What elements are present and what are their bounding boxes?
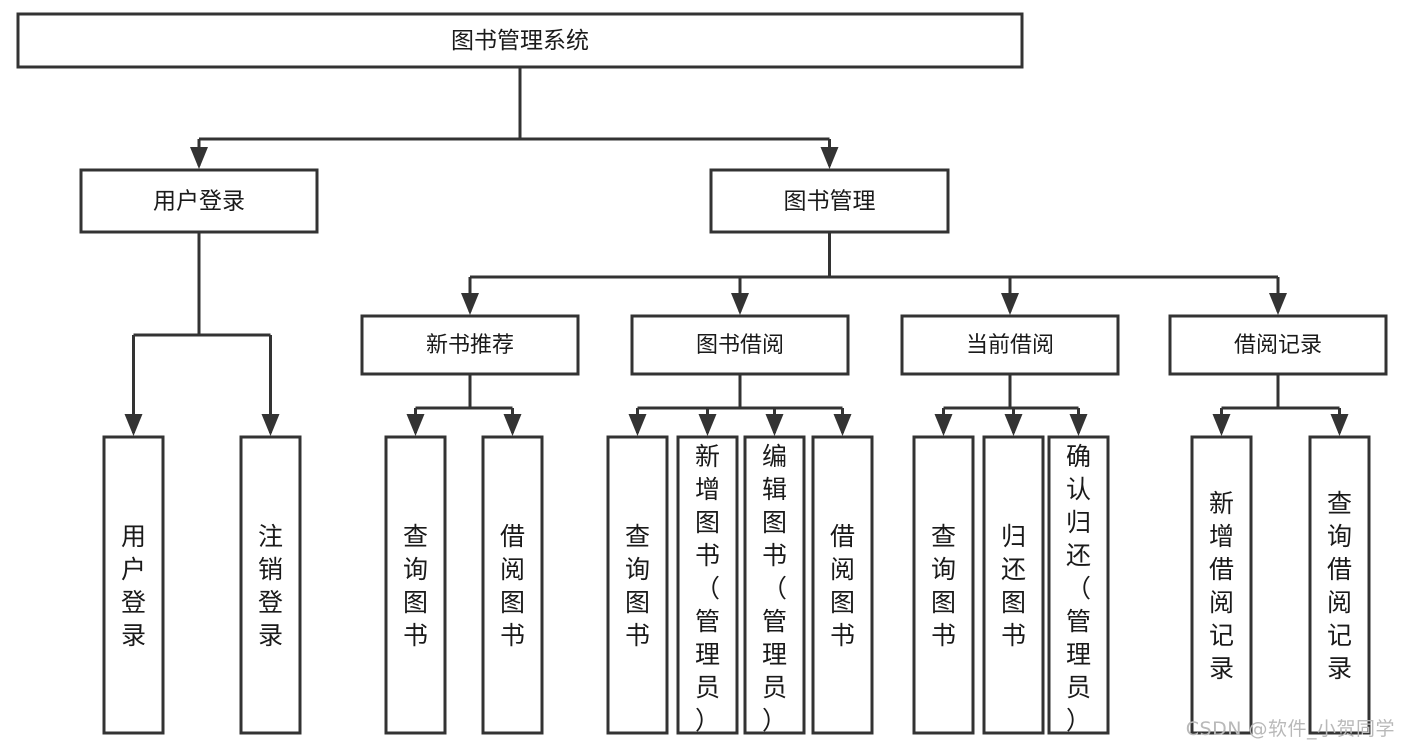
node-user-login-rect <box>79 168 319 234</box>
node-leaf-user-login-label: 用户登录 <box>121 522 146 650</box>
node-leaf-query-book-3[interactable]: 查询图书 <box>912 435 975 735</box>
node-leaf-edit-book[interactable]: 编辑图书（管理员） <box>743 435 806 735</box>
arrow-head-icon <box>628 414 647 436</box>
node-leaf-query-book-2[interactable]: 查询图书 <box>606 435 669 735</box>
node-leaf-query-record[interactable]: 查询借阅记录 <box>1308 435 1371 735</box>
node-leaf-user-logout-label: 注销登录 <box>258 522 283 650</box>
node-leaf-user-logout-rect <box>239 435 302 735</box>
node-current-borrow-label: 当前借阅 <box>966 333 1054 358</box>
node-leaf-return-book-label: 归还图书 <box>1001 522 1026 650</box>
node-leaf-return-book[interactable]: 归还图书 <box>982 435 1045 735</box>
csdn-watermark: CSDN @软件_小贺同学 <box>1185 718 1395 740</box>
node-user-login[interactable]: 用户登录 <box>79 168 319 234</box>
node-book-borrow-label: 图书借阅 <box>696 333 784 358</box>
node-leaf-borrow-book-1-label: 借阅图书 <box>500 522 525 650</box>
node-borrow-record[interactable]: 借阅记录 <box>1168 314 1388 376</box>
node-leaf-confirm-return-rect <box>1047 435 1110 735</box>
node-boxes: 图书管理系统用户登录图书管理新书推荐图书借阅当前借阅借阅记录用户登录注销登录查询… <box>16 12 1388 735</box>
node-leaf-borrow-book-2-rect <box>811 435 874 735</box>
node-leaf-confirm-return-label: 确认归还（管理员） <box>1066 442 1091 735</box>
node-current-borrow[interactable]: 当前借阅 <box>900 314 1120 376</box>
node-leaf-query-book-1-label: 查询图书 <box>403 522 428 650</box>
node-leaf-borrow-book-2[interactable]: 借阅图书 <box>811 435 874 735</box>
node-new-book-rec[interactable]: 新书推荐 <box>360 314 580 376</box>
node-leaf-add-record-rect <box>1190 435 1253 735</box>
node-leaf-return-book-rect <box>982 435 1045 735</box>
node-leaf-add-record[interactable]: 新增借阅记录 <box>1190 435 1253 735</box>
arrow-head-icon <box>1004 414 1023 436</box>
node-leaf-query-book-1-rect <box>384 435 447 735</box>
node-book-manage[interactable]: 图书管理 <box>709 168 950 234</box>
arrow-head-icon <box>124 414 143 436</box>
arrow-head-icon <box>461 293 479 315</box>
node-leaf-query-book-3-label: 查询图书 <box>931 522 956 650</box>
node-new-book-rec-label: 新书推荐 <box>426 333 514 358</box>
node-leaf-borrow-book-1[interactable]: 借阅图书 <box>481 435 544 735</box>
arrow-head-icon <box>820 147 839 169</box>
node-leaf-edit-book-label: 编辑图书（管理员） <box>762 442 787 735</box>
node-borrow-record-label: 借阅记录 <box>1234 333 1322 358</box>
node-book-borrow[interactable]: 图书借阅 <box>630 314 850 376</box>
node-leaf-query-book-2-rect <box>606 435 669 735</box>
arrow-head-icon <box>934 414 953 436</box>
node-book-manage-rect <box>709 168 950 234</box>
node-leaf-query-book-2-label: 查询图书 <box>625 522 650 650</box>
node-new-book-rec-rect <box>360 314 580 376</box>
arrow-head-icon <box>765 414 784 436</box>
arrow-head-icon <box>1001 293 1019 315</box>
node-leaf-confirm-return[interactable]: 确认归还（管理员） <box>1047 435 1110 735</box>
arrow-head-icon <box>503 414 522 436</box>
connector-lines <box>124 67 1349 436</box>
node-leaf-query-book-1[interactable]: 查询图书 <box>384 435 447 735</box>
node-leaf-edit-book-rect <box>743 435 806 735</box>
node-root[interactable]: 图书管理系统 <box>16 12 1024 69</box>
node-leaf-query-record-rect <box>1308 435 1371 735</box>
arrow-head-icon <box>698 414 717 436</box>
node-book-manage-label: 图书管理 <box>784 189 876 215</box>
node-root-rect <box>16 12 1024 69</box>
node-leaf-user-logout[interactable]: 注销登录 <box>239 435 302 735</box>
node-book-borrow-rect <box>630 314 850 376</box>
arrow-head-icon <box>1330 414 1349 436</box>
node-current-borrow-rect <box>900 314 1120 376</box>
node-leaf-query-book-3-rect <box>912 435 975 735</box>
arrow-head-icon <box>833 414 852 436</box>
node-leaf-add-book[interactable]: 新增图书（管理员） <box>676 435 739 735</box>
node-borrow-record-rect <box>1168 314 1388 376</box>
node-leaf-add-book-rect <box>676 435 739 735</box>
node-leaf-add-record-label: 新增借阅记录 <box>1209 489 1234 683</box>
arrow-head-icon <box>1269 293 1287 315</box>
arrow-head-icon <box>731 293 749 315</box>
arrow-head-icon <box>190 147 208 169</box>
node-leaf-borrow-book-2-label: 借阅图书 <box>830 522 855 650</box>
node-leaf-user-login-rect <box>102 435 165 735</box>
node-root-label: 图书管理系统 <box>451 28 589 54</box>
node-user-login-label: 用户登录 <box>153 189 245 215</box>
node-leaf-borrow-book-1-rect <box>481 435 544 735</box>
arrow-head-icon <box>1069 414 1088 436</box>
node-leaf-query-record-label: 查询借阅记录 <box>1327 489 1352 683</box>
node-leaf-add-book-label: 新增图书（管理员） <box>695 442 720 735</box>
arrow-head-icon <box>1212 414 1231 436</box>
node-leaf-user-login[interactable]: 用户登录 <box>102 435 165 735</box>
arrow-head-icon <box>261 414 280 436</box>
arrow-head-icon <box>406 414 425 436</box>
